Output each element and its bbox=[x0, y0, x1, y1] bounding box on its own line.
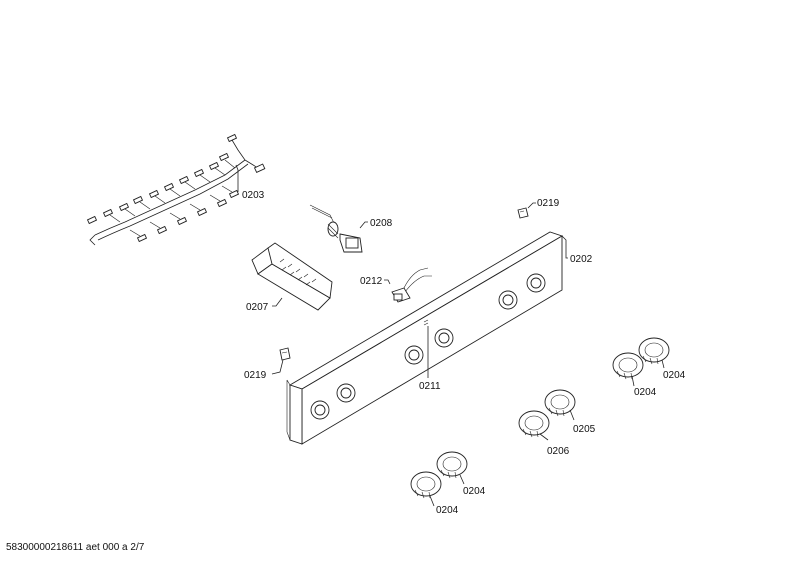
wiring-harness-0203 bbox=[86, 133, 266, 246]
label-0212: 0212 bbox=[360, 276, 383, 287]
terminal-block-0207 bbox=[251, 242, 333, 311]
clip-0219-left bbox=[271, 347, 291, 375]
document-footer: 58300000218611 aet 000 a 2/7 bbox=[6, 542, 145, 553]
label-0202: 0202 bbox=[570, 254, 593, 265]
knob-pair-0204-bottom bbox=[410, 451, 468, 507]
knob-pair-0204-right bbox=[612, 337, 670, 387]
thermostat-0208 bbox=[309, 204, 368, 253]
part-0211 bbox=[423, 319, 429, 378]
label-0219-top: 0219 bbox=[537, 198, 560, 209]
label-0204-bottom-b: 0204 bbox=[436, 505, 459, 516]
label-0204-bottom-a: 0204 bbox=[463, 486, 486, 497]
label-0203: 0203 bbox=[242, 190, 265, 201]
knob-0205 bbox=[544, 389, 576, 421]
label-0207: 0207 bbox=[246, 302, 269, 313]
label-0206: 0206 bbox=[547, 446, 570, 457]
switch-0212 bbox=[384, 267, 432, 303]
control-panel-0202 bbox=[286, 231, 568, 445]
label-0204-right-b: 0204 bbox=[634, 387, 657, 398]
label-0211: 0211 bbox=[419, 381, 441, 392]
label-0205: 0205 bbox=[573, 424, 596, 435]
clip-0219-top bbox=[517, 202, 536, 219]
label-0204-right-a: 0204 bbox=[663, 370, 686, 381]
label-0208: 0208 bbox=[370, 218, 393, 229]
label-0219-left: 0219 bbox=[244, 370, 267, 381]
knob-0206 bbox=[518, 410, 550, 441]
